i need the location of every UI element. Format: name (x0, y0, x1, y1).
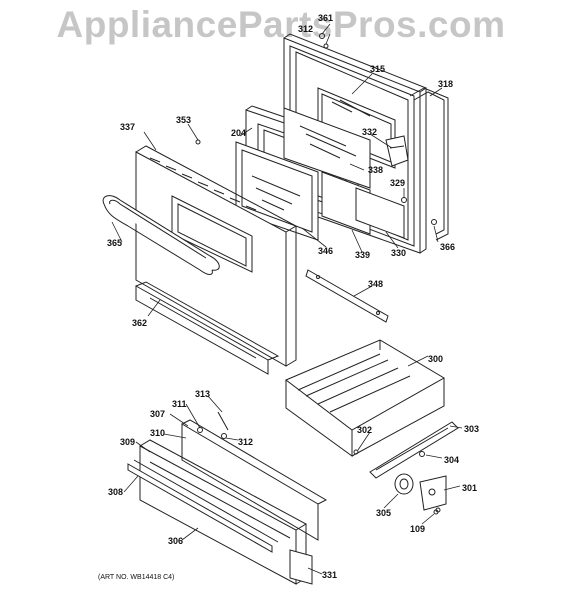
callout-306: 306 (168, 536, 184, 546)
callout-302: 302 (357, 425, 373, 435)
art-number-caption: (ART NO. WB14418 C4) (98, 574, 175, 581)
callout-204: 204 (231, 128, 247, 138)
callout-339: 339 (355, 250, 371, 260)
drawer-roller (395, 474, 413, 494)
callout-366: 366 (440, 242, 456, 252)
leader-lines (112, 24, 462, 574)
callout-338: 338 (368, 165, 384, 175)
callout-331: 331 (322, 570, 338, 580)
site-watermark: AppliancePartsPros.com (56, 4, 506, 45)
drawer-rail-303 (370, 422, 458, 478)
callout-332: 332 (362, 127, 378, 137)
callout-329: 329 (390, 178, 406, 188)
callout-353: 353 (176, 115, 192, 125)
callout-312-bottom: 312 (238, 437, 254, 447)
door-gasket (410, 88, 448, 240)
bracket-332 (386, 136, 408, 166)
panel-330 (356, 188, 404, 238)
callout-310: 310 (150, 428, 166, 438)
callout-304: 304 (444, 455, 460, 465)
drawer-trim (128, 460, 278, 552)
callout-346: 346 (318, 246, 334, 256)
callout-303: 303 (464, 424, 480, 434)
callout-312-top: 312 (298, 24, 314, 34)
door-handle (103, 196, 219, 275)
vent-trim-362 (136, 282, 278, 374)
callout-309: 309 (120, 437, 136, 447)
callout-337: 337 (120, 122, 136, 132)
storage-drawer (286, 340, 444, 456)
glass-346 (236, 142, 318, 240)
callout-109: 109 (410, 524, 426, 534)
callout-301: 301 (462, 483, 478, 493)
callout-311: 311 (172, 399, 187, 409)
callout-308: 308 (108, 487, 124, 497)
callout-305: 305 (376, 508, 392, 518)
callout-348: 348 (368, 279, 384, 289)
callout-361: 361 (318, 13, 334, 23)
callout-365: 365 (107, 238, 123, 248)
callout-330: 330 (391, 248, 407, 258)
callout-362: 362 (132, 318, 148, 328)
door-strip-348 (306, 270, 388, 322)
roller-bracket (420, 476, 446, 512)
callout-313: 313 (195, 389, 211, 399)
callout-318: 318 (438, 79, 454, 89)
drawer-trim-331 (290, 550, 312, 584)
callout-315: 315 (370, 64, 386, 74)
door-vent-slots (150, 158, 256, 210)
callout-300: 300 (428, 354, 444, 364)
callout-307: 307 (150, 409, 166, 419)
glass-338 (284, 108, 370, 188)
